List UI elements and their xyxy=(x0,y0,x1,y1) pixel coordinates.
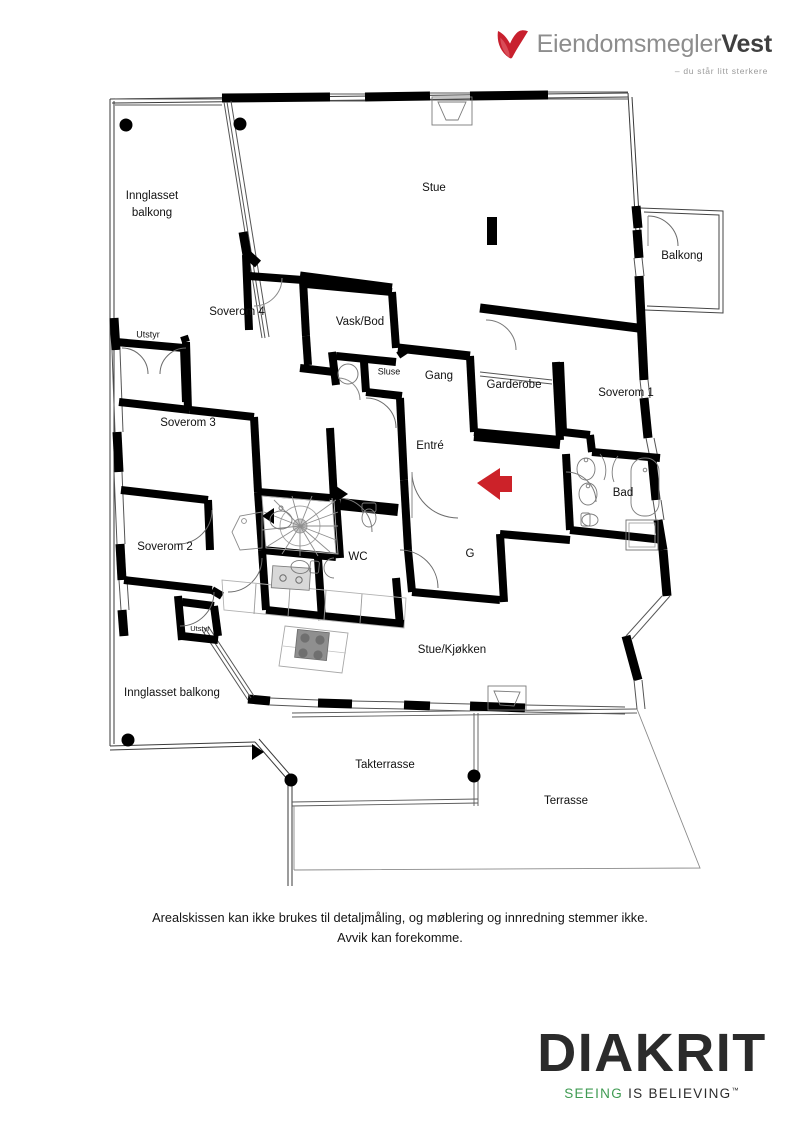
label-balkong: Balkong xyxy=(661,250,703,262)
label-utstyr-top: Utstyr xyxy=(136,329,160,339)
label-innglasset-balkong-bottom: Innglasset balkong xyxy=(124,687,220,699)
balcony-post-icon xyxy=(119,117,481,787)
trademark-symbol: ™ xyxy=(731,1087,740,1095)
brand-wordmark: EiendomsmeglerVest xyxy=(536,29,773,58)
eiendomsmeglervest-logo: EiendomsmeglerVest – du står litt sterke… xyxy=(496,28,772,76)
kitchen-counter-icon xyxy=(221,579,407,629)
fireplace-icon xyxy=(431,96,473,126)
brand-name-bold: Vest xyxy=(721,29,772,58)
washbasin-icon xyxy=(269,505,335,579)
diakrit-wordmark: DIAKRIT xyxy=(537,1023,767,1083)
floorplan-svg: Innglasset balkong Stue Balkong Utstyr S… xyxy=(109,90,724,886)
room-labels: Innglasset balkong Stue Balkong Utstyr S… xyxy=(124,182,703,807)
label-terrasse: Terrasse xyxy=(544,795,588,807)
label-innglasset-balkong-top-line1: Innglasset xyxy=(126,190,179,202)
label-stue: Stue xyxy=(422,182,446,194)
brand-tagline: – du står litt sterkere xyxy=(674,66,768,76)
toilet-icon xyxy=(290,502,377,574)
label-gang: Gang xyxy=(425,370,453,382)
label-vask-bod: Vask/Bod xyxy=(336,316,384,328)
sink-icon xyxy=(270,565,312,591)
spiral-staircase-icon xyxy=(261,495,339,557)
label-g-closet: G xyxy=(466,548,475,560)
label-entre: Entré xyxy=(416,440,444,452)
label-garderobe: Garderobe xyxy=(487,379,542,391)
label-wc: WC xyxy=(348,551,367,563)
label-soverom-1: Soverom 1 xyxy=(598,387,654,399)
label-bad: Bad xyxy=(613,487,633,499)
shower-tray-icon xyxy=(625,519,659,551)
diakrit-tagline: SEEING IS BELIEVING™ xyxy=(532,1086,772,1101)
label-sluse: Sluse xyxy=(378,366,401,376)
door-swings xyxy=(121,215,679,627)
floorplan-drawing: Innglasset balkong Stue Balkong Utstyr S… xyxy=(0,80,800,890)
window-detail-icon xyxy=(487,685,527,711)
terrace-outline xyxy=(291,708,701,871)
label-utstyr-bottom: Utstyr xyxy=(190,624,210,633)
balkong-outline xyxy=(639,207,724,314)
diakrit-logo: DIAKRIT SEEING IS BELIEVING™ xyxy=(532,1026,772,1101)
disclaimer-line-2: Avvik kan forekomme. xyxy=(337,929,463,945)
bad-door-swing xyxy=(599,453,619,483)
disclaimer-line-1: Arealskissen kan ikke brukes til detaljm… xyxy=(152,910,648,925)
disclaimer-text: Arealskissen kan ikke brukes til detaljm… xyxy=(0,908,800,948)
diakrit-tagline-green: SEEING xyxy=(564,1086,624,1101)
brand-name-light: Eiendomsmegler xyxy=(536,29,722,58)
eiendomsmeglervest-checkmark-icon xyxy=(497,30,528,59)
bathtub-icon xyxy=(630,457,660,517)
label-soverom-2: Soverom 2 xyxy=(137,541,193,553)
label-stue-kjokken: Stue/Kjøkken xyxy=(418,644,486,656)
stair-direction-arrow-icon xyxy=(262,486,348,524)
terrace-arrow-icon xyxy=(252,744,264,760)
double-sink-icon xyxy=(576,457,599,527)
label-innglasset-balkong-top-line2: balkong xyxy=(132,207,172,219)
stove-icon xyxy=(278,625,349,674)
entrance-arrow-icon[interactable] xyxy=(477,468,512,500)
shower-icon xyxy=(231,511,263,551)
label-takterrasse: Takterrasse xyxy=(355,759,414,771)
diakrit-tagline-rest: IS BELIEVING xyxy=(623,1086,732,1101)
label-soverom-3: Soverom 3 xyxy=(160,417,216,429)
label-soverom-4: Soverom 4 xyxy=(209,306,265,318)
structural-walls xyxy=(109,90,672,715)
